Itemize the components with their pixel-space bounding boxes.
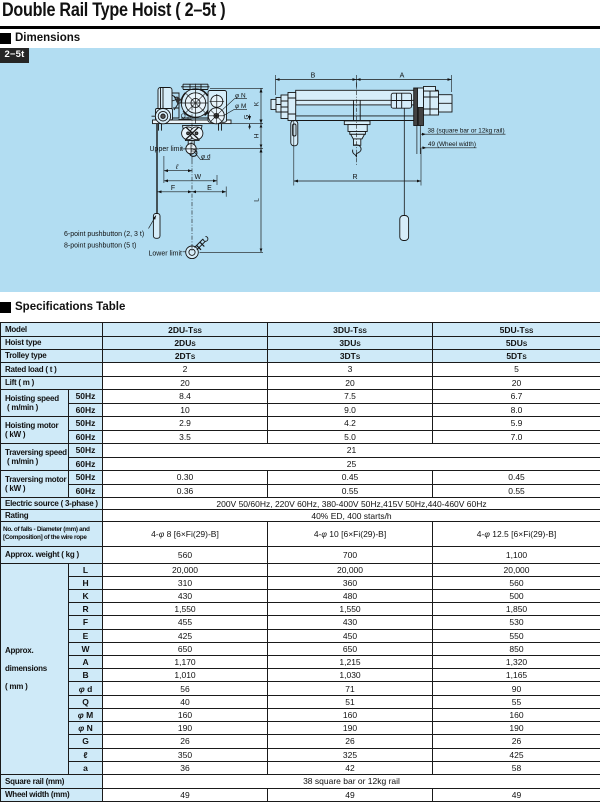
svg-text:8-point pushbutton (5 t): 8-point pushbutton (5 t) [64,242,136,249]
svg-text:φ d: φ d [201,154,211,161]
svg-text:L: L [254,198,261,202]
svg-text:K: K [254,101,261,106]
svg-text:E: E [207,185,212,192]
svg-text:R: R [352,174,357,181]
svg-text:Q: Q [181,113,186,120]
svg-text:Upper limit: Upper limit [150,146,184,153]
svg-text:49 (Wheel width): 49 (Wheel width) [428,141,476,148]
svg-text:B: B [311,73,316,80]
svg-text:F: F [171,185,175,192]
svg-text:φ M: φ M [235,103,246,110]
svg-text:A: A [400,73,405,80]
svg-text:ℓ: ℓ [175,164,179,171]
svg-text:38 (square bar or 12kg rail): 38 (square bar or 12kg rail) [428,128,505,135]
svg-text:Lower limit: Lower limit [149,250,183,257]
svg-text:H: H [254,133,261,138]
svg-text:W: W [194,174,201,181]
svg-text:φ N: φ N [235,92,246,99]
svg-text:6-point pushbutton (2, 3 t): 6-point pushbutton (2, 3 t) [64,231,144,238]
svg-text:G: G [243,114,250,119]
